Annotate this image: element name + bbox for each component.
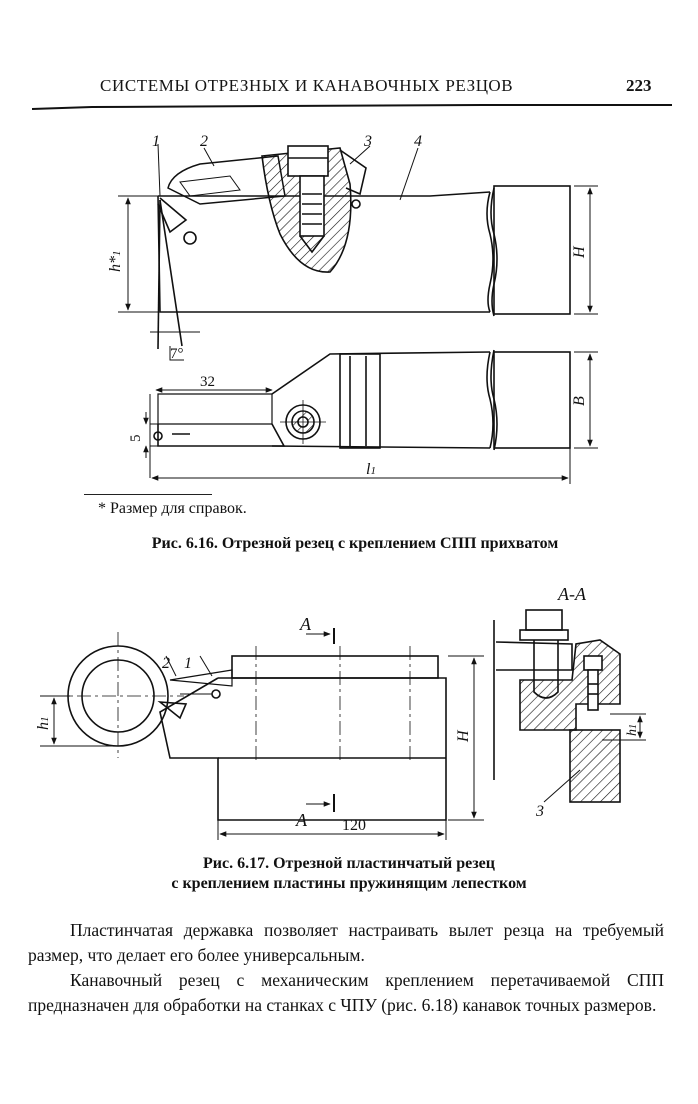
figure-6-16-caption: Рис. 6.16. Отрезной резец с креплением С…	[151, 535, 559, 552]
label-l1: l1	[366, 461, 376, 478]
label-3: 3	[363, 133, 372, 150]
body-text: Пластинчатая державка позволяет настраив…	[28, 918, 664, 1018]
label-3: 3	[535, 803, 544, 820]
figure-6-17-caption-line2: с креплением пластины пружинящим лепестк…	[171, 875, 527, 892]
section-a-a-view	[493, 609, 646, 803]
fig617-dimensions	[40, 655, 484, 840]
plan-view-dimensions	[143, 351, 598, 484]
label-section-aa: А-А	[557, 584, 587, 604]
label-h1-star: h*1	[107, 251, 124, 273]
label-dim-5: 5	[128, 435, 144, 443]
label-angle-7: 7°	[170, 346, 184, 362]
label-H: H	[455, 729, 472, 743]
side-view-holder	[157, 145, 571, 350]
side-view-dimensions	[118, 143, 598, 361]
plan-view-holder	[153, 349, 571, 451]
label-1: 1	[184, 655, 192, 672]
label-B: B	[571, 396, 588, 406]
label-dim-120: 120	[342, 817, 366, 834]
label-h1-section: h1	[625, 724, 640, 736]
label-dim-32: 32	[200, 374, 215, 390]
blade-holder	[157, 646, 447, 821]
footnote-rule	[84, 494, 212, 495]
page-number: 223	[626, 76, 652, 95]
paragraph-2: Канавочный резец с механическим креплени…	[28, 970, 664, 1015]
figure-6-17-caption-line1: Рис. 6.17. Отрезной пластинчатый резец	[203, 855, 495, 872]
label-h1: h1	[35, 717, 52, 731]
label-2: 2	[200, 133, 208, 150]
label-H: H	[571, 245, 588, 259]
label-arrow-a-top: А	[299, 614, 312, 634]
figure-6-17-caption: Рис. 6.17. Отрезной пластинчатый резец с…	[0, 854, 698, 894]
workpiece	[52, 632, 184, 758]
figure-6-16-drawing: 1 2 3 4 h*1 7° H 32 5 B l1	[107, 133, 598, 484]
footnote: * Размер для справок.	[98, 500, 247, 517]
label-2: 2	[162, 655, 170, 672]
label-arrow-a-bottom: А	[295, 810, 308, 830]
header-rule	[32, 104, 672, 110]
running-header: СИСТЕМЫ ОТРЕЗНЫХ И КАНАВОЧНЫХ РЕЗЦОВ	[100, 76, 514, 95]
section-marks	[306, 628, 335, 812]
figure-6-17-drawing: 2 1 3 А-А А А h1 h1 H 120	[35, 584, 646, 840]
paragraph-1: Пластинчатая державка позволяет настраив…	[28, 920, 664, 965]
label-4: 4	[414, 133, 422, 150]
label-1: 1	[152, 133, 160, 150]
